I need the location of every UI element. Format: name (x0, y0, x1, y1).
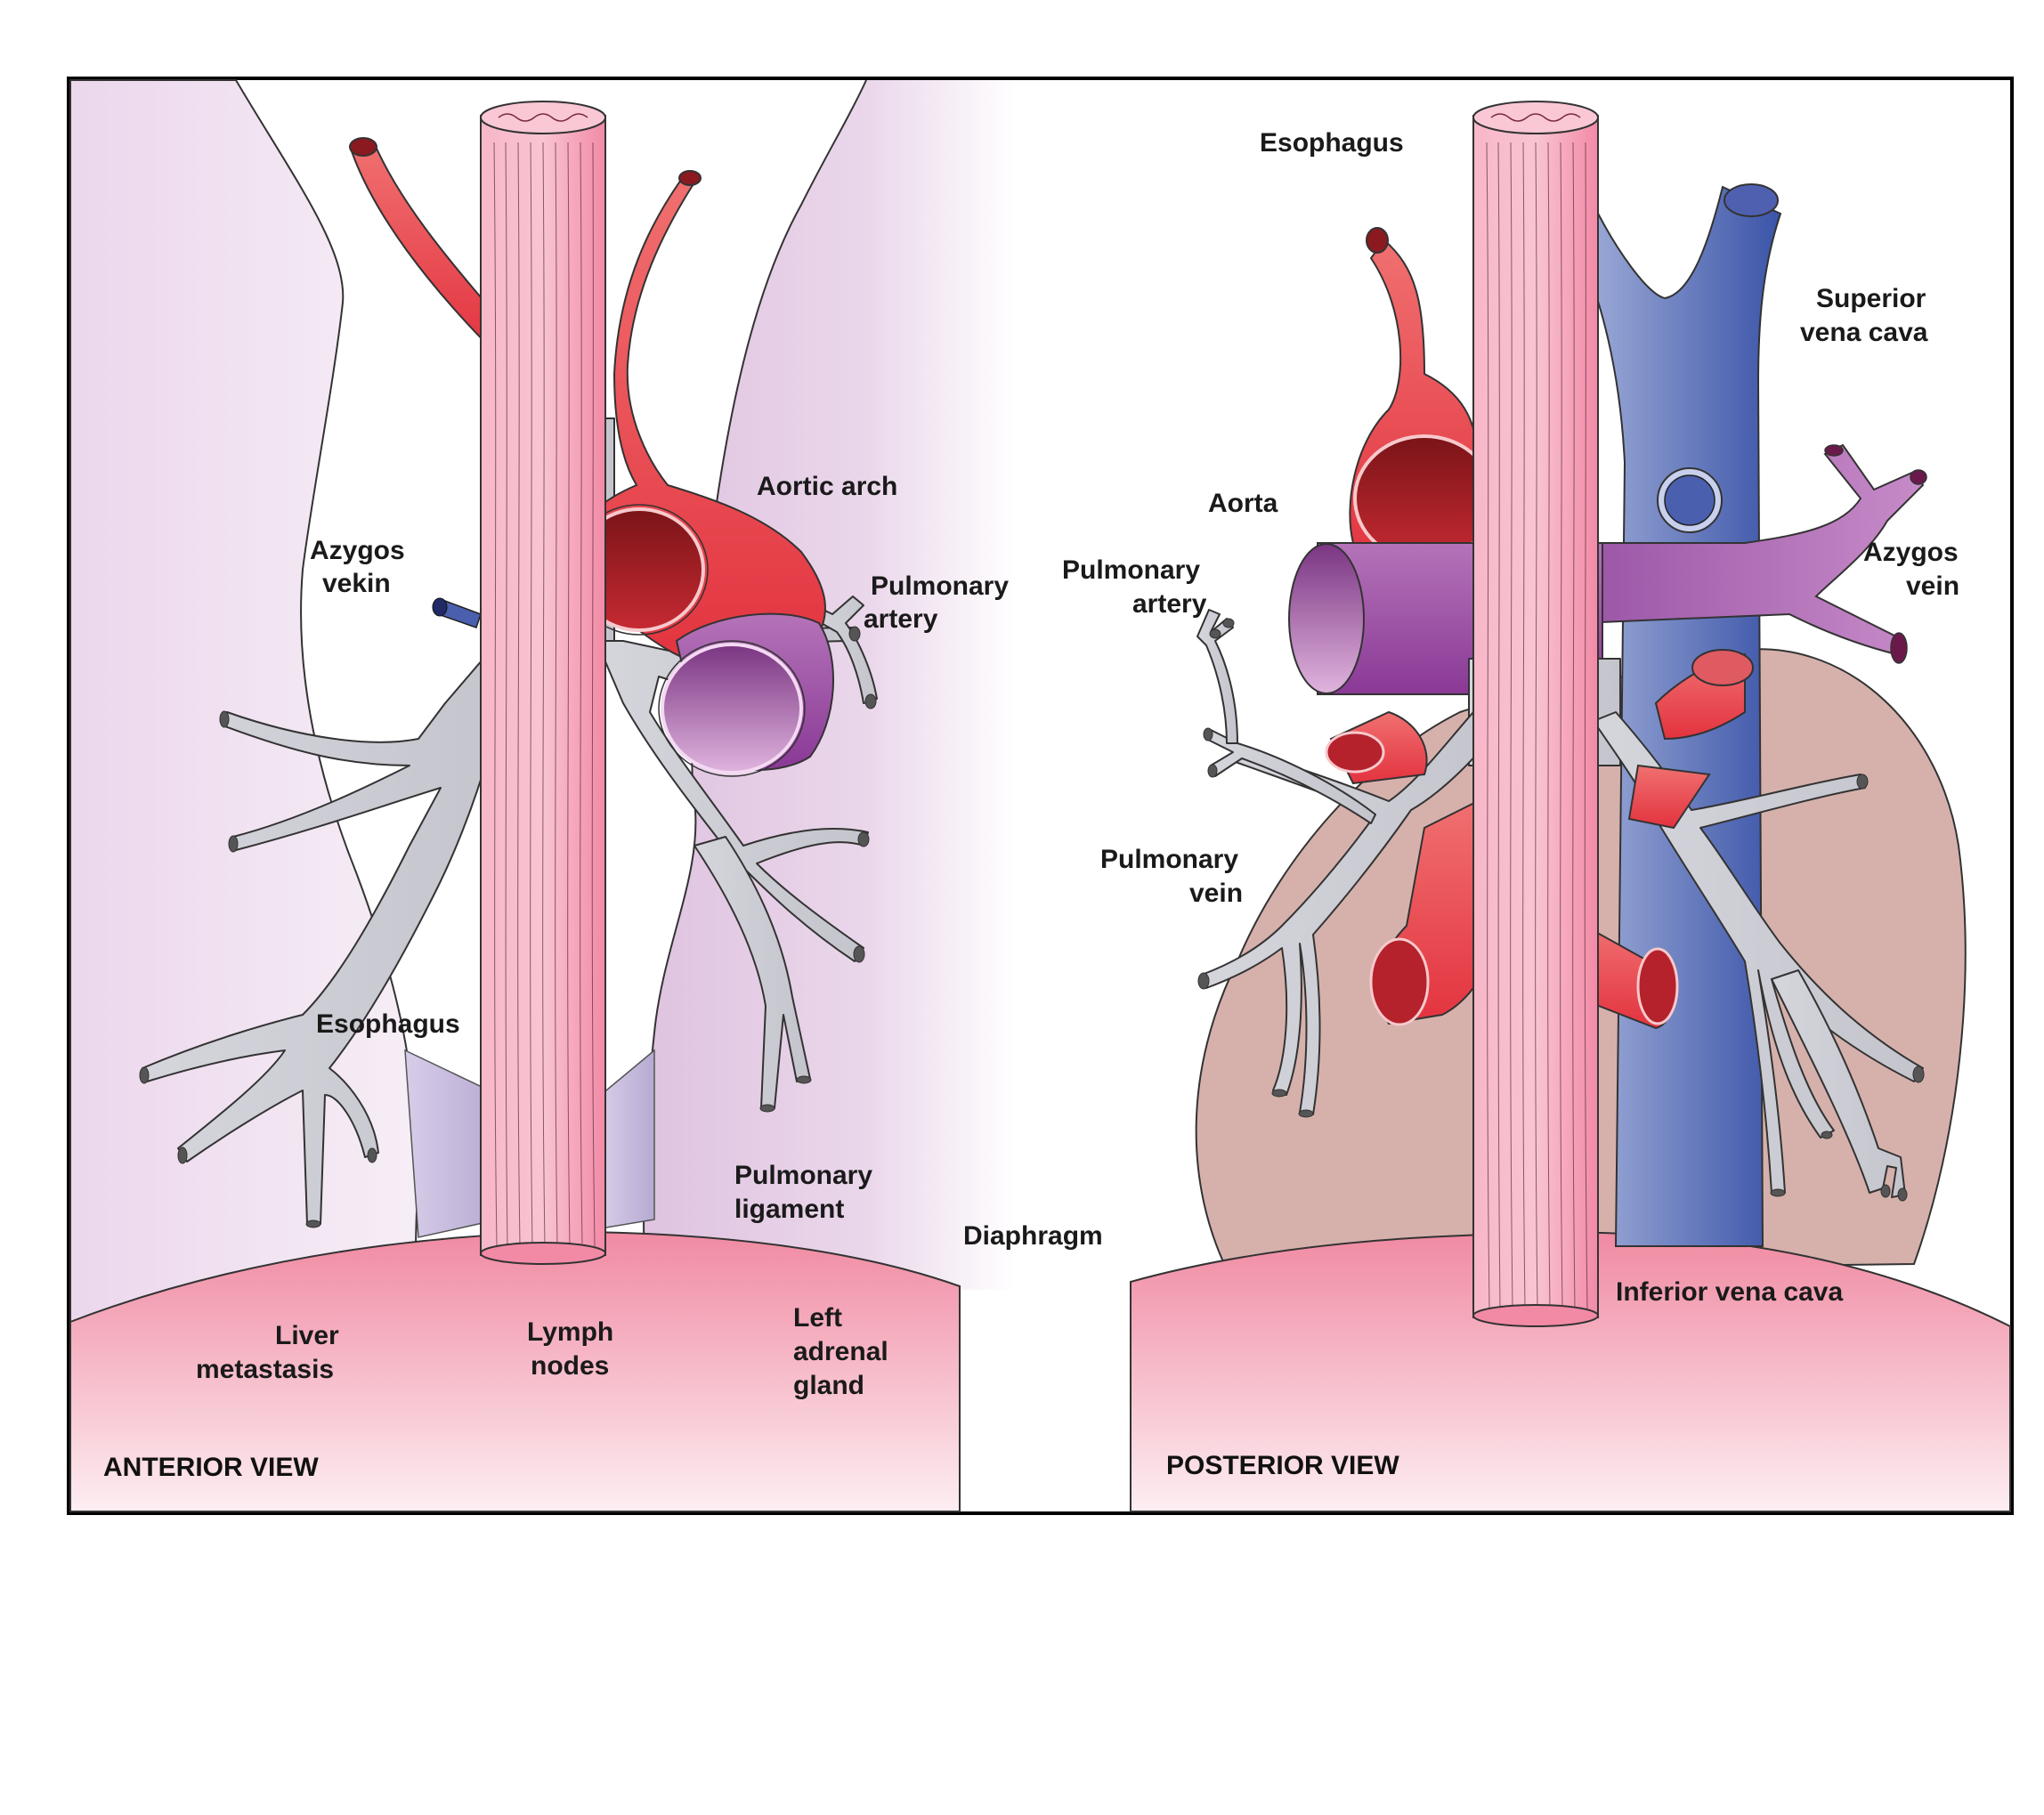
aorta-top-end (1366, 227, 1389, 254)
left-subclavian-end (678, 170, 702, 186)
pulmonary-artery-lumen-posterior (1288, 543, 1365, 694)
azygos-branch-end-3 (1890, 632, 1908, 664)
brachiocephalic-artery-end-top (349, 137, 377, 157)
label-svc-line2: vena cava (1800, 318, 1928, 347)
posterior-labels: Esophagus Superior vena cava Aorta Pulmo… (1062, 128, 1959, 1480)
posterior-left-upper (1205, 729, 1376, 824)
posterior-panel (1130, 101, 2011, 1512)
label-pulmonary-artery-posterior-line1: Pulmonary (1062, 555, 1200, 585)
pulmonary-vein-lower-right-end (1636, 947, 1679, 1025)
label-diaphragm: Diaphragm (963, 1221, 1103, 1251)
azygos-entry-inner (1664, 474, 1716, 526)
azygos-vein-posterior (1579, 443, 1925, 656)
esophagus-posterior (1472, 101, 1599, 1327)
label-liver-line1: Liver (275, 1321, 339, 1350)
label-pulmonary-vein-line1: Pulmonary (1100, 845, 1238, 874)
pulmonary-vein-upper-right-end (1691, 649, 1754, 686)
posterior-view-title: POSTERIOR VIEW (1166, 1451, 1399, 1480)
pulmonary-vein-upper-left-end (1325, 731, 1385, 774)
label-lymph-line2: nodes (531, 1351, 609, 1381)
label-aorta: Aorta (1208, 489, 1278, 518)
anterior-labels: Aortic arch Azygos vekin Pulmonary arter… (103, 472, 1009, 1482)
label-svc-line1: Superior (1816, 284, 1926, 313)
esophagus-anterior (480, 101, 606, 1265)
bronchus-tips-posterior (1197, 618, 1925, 1202)
diaphragm-anterior (69, 1231, 961, 1512)
svc-lumen (1724, 183, 1779, 217)
pulmonary-vein-mid-right (1627, 764, 1711, 830)
posterior-left-top (1196, 609, 1238, 744)
label-pulmonary-artery-line1: Pulmonary (871, 571, 1009, 601)
label-pulmonary-artery-posterior-line2: artery (1132, 589, 1207, 619)
label-adrenal-line1: Left (793, 1303, 842, 1333)
label-pulmonary-ligament-line1: Pulmonary (734, 1161, 872, 1190)
pulmonary-vein-lower-left-end (1369, 937, 1430, 1026)
label-ivc: Inferior vena cava (1616, 1277, 1843, 1307)
label-adrenal-line2: adrenal (793, 1337, 888, 1366)
azygos-vein-stub-end (432, 597, 448, 617)
posterior-right-lower (1771, 969, 1906, 1198)
label-azygos-vein-line2: vein (1906, 571, 1959, 601)
label-liver-line2: metastasis (196, 1355, 334, 1384)
label-pulmonary-artery-line2: artery (864, 604, 938, 634)
label-esophagus-anterior: Esophagus (316, 1009, 460, 1039)
label-pulmonary-ligament-line2: ligament (734, 1195, 844, 1224)
label-azygos-line1: Azygos (310, 536, 405, 565)
azygos-branch-end-2 (1910, 469, 1927, 485)
label-aortic-arch: Aortic arch (757, 472, 897, 501)
anterior-panel (69, 79, 1015, 1512)
bronchus-tips-anterior (139, 626, 877, 1228)
label-pulmonary-vein-line2: vein (1189, 879, 1243, 908)
label-azygos-line2: vekin (322, 569, 391, 598)
pulmonary-artery-lumen-outline (658, 640, 806, 777)
pulmonary-artery-lumen-anterior (661, 643, 803, 774)
label-lymph-line1: Lymph (527, 1317, 613, 1347)
azygos-branch-end-1 (1824, 444, 1844, 457)
diaphragm-posterior (1130, 1231, 2011, 1512)
posterior-right-bronchus (1593, 711, 1924, 1194)
label-esophagus-posterior: Esophagus (1260, 128, 1404, 158)
label-azygos-vein-line1: Azygos (1863, 538, 1959, 567)
label-adrenal-line3: gland (793, 1371, 864, 1400)
anterior-view-title: ANTERIOR VIEW (103, 1453, 319, 1482)
